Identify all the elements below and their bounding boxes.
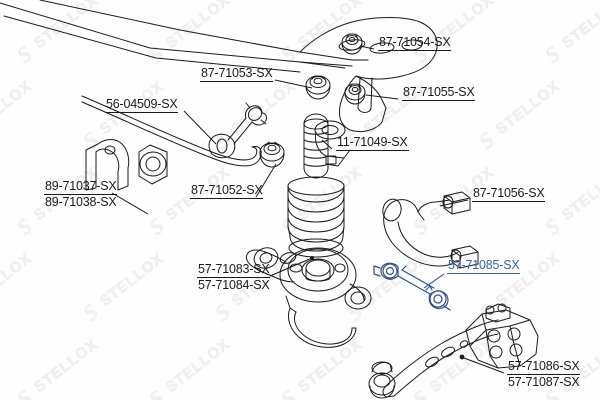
label-87-71053: 87-71053-SX <box>200 66 274 82</box>
subframe-beam <box>0 0 369 73</box>
part-number-text: 11-71049-SX <box>336 135 409 151</box>
part-number-text: 87-71055-SX <box>402 85 476 101</box>
part-87-71052 <box>259 141 285 168</box>
part-57-71083-84 <box>245 247 372 348</box>
part-56-04509 <box>208 102 267 159</box>
label-87-71056: 87-71056-SX <box>472 186 546 202</box>
part-87-71053 <box>305 75 331 100</box>
part-number-text: 57-71085-SX <box>447 258 521 274</box>
label-87-71055: 87-71055-SX <box>402 85 476 101</box>
part-number-text: 57-71084-SX <box>198 278 270 292</box>
label-87-71054: 87-71054-SX <box>378 35 452 51</box>
part-number-text: 87-71052-SX <box>190 183 264 199</box>
part-number-text: 56-04509-SX <box>105 97 179 113</box>
part-number-text: 89-71037-SX <box>44 179 118 195</box>
part-number-text: 89-71038-SX <box>45 195 117 209</box>
part-number-text: 57-71083-SX <box>197 262 271 278</box>
part-87-71055 <box>344 83 366 105</box>
label-57-71085[interactable]: 57-71085-SX <box>447 258 521 274</box>
part-number-text: 87-71056-SX <box>472 186 546 202</box>
leader-line-highlighted <box>423 273 445 289</box>
part-57-71085-highlighted <box>373 262 451 311</box>
part-number-text: 87-71053-SX <box>200 66 274 82</box>
coil-spring <box>287 176 345 258</box>
label-56-04509: 56-04509-SX <box>105 97 179 113</box>
upper-bracket <box>299 17 438 167</box>
part-89-71037-38 <box>85 139 168 191</box>
part-number-text: 57-71086-SX <box>507 359 581 375</box>
part-11-71049 <box>303 113 329 179</box>
part-87-71054 <box>341 33 363 55</box>
label-87-71052: 87-71052-SX <box>190 183 264 199</box>
part-87-71056 <box>382 191 479 269</box>
label-11-71049: 11-71049-SX <box>336 135 409 151</box>
part-number-text: 87-71054-SX <box>378 35 452 51</box>
part-57-71086-87 <box>368 303 539 399</box>
leader-lines <box>111 45 505 374</box>
leader-anchor-dots <box>310 256 465 360</box>
part-number-text: 57-71087-SX <box>508 375 580 389</box>
